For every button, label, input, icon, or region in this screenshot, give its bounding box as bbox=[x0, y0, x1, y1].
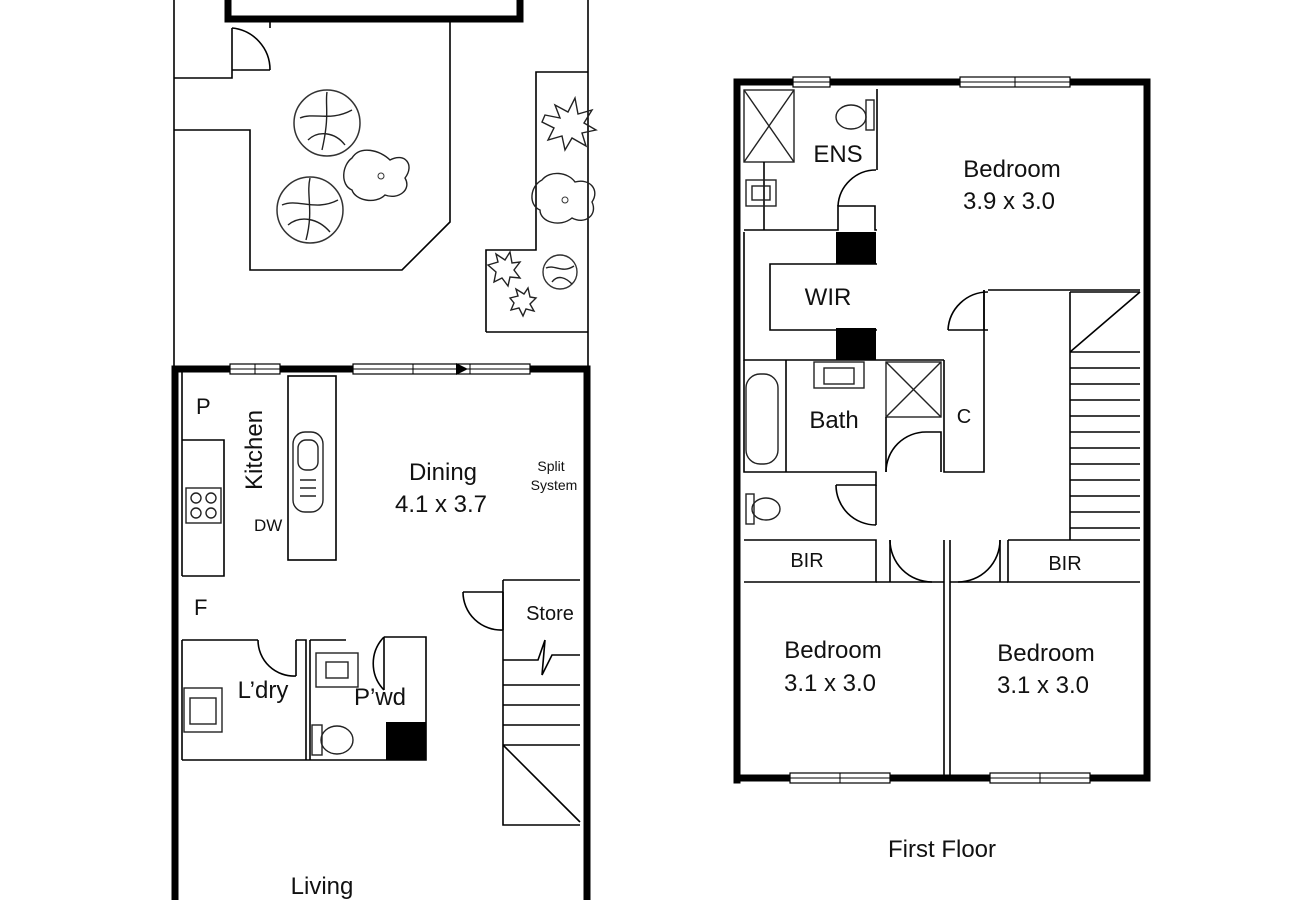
shower-icon bbox=[885, 361, 942, 418]
hot-water-unit bbox=[386, 722, 426, 760]
label-bedroom-2-dimensions: 3.1 x 3.0 bbox=[784, 670, 876, 697]
courtyard-door-swing bbox=[231, 27, 271, 71]
label-bir-right: BIR bbox=[1048, 553, 1081, 575]
plant-icon bbox=[508, 286, 538, 318]
toilet-icon bbox=[745, 493, 781, 525]
label-store: Store bbox=[526, 603, 574, 625]
toilet-icon bbox=[835, 99, 875, 131]
plant-icon bbox=[531, 172, 596, 224]
label-ensuite: ENS bbox=[813, 141, 862, 168]
ground-floor bbox=[171, 363, 591, 900]
vanity-icon bbox=[813, 361, 865, 389]
label-split-system-2: System bbox=[531, 477, 578, 493]
washing-machine-icon bbox=[183, 687, 223, 733]
label-dining: Dining bbox=[409, 459, 477, 486]
window bbox=[989, 772, 1091, 784]
bathtub-icon bbox=[745, 373, 779, 465]
label-kitchen: Kitchen bbox=[241, 410, 268, 490]
courtyard bbox=[173, 0, 598, 366]
plant-icon bbox=[293, 89, 361, 157]
label-dining-dimensions: 4.1 x 3.7 bbox=[395, 491, 487, 518]
plant-icon bbox=[276, 176, 344, 244]
label-living: Living bbox=[291, 873, 354, 900]
basin-icon bbox=[745, 179, 777, 207]
label-dishwasher: DW bbox=[254, 516, 282, 535]
label-fridge: F bbox=[194, 595, 207, 620]
label-split-system-1: Split bbox=[537, 458, 564, 474]
first-floor bbox=[733, 76, 1151, 784]
cooktop-icon bbox=[185, 487, 222, 524]
floor-caption: First Floor bbox=[888, 836, 996, 863]
window bbox=[959, 76, 1071, 88]
label-bir-left: BIR bbox=[790, 550, 823, 572]
window bbox=[789, 772, 891, 784]
staircase bbox=[502, 684, 581, 823]
label-wir: WIR bbox=[805, 284, 852, 311]
sliding-door bbox=[352, 363, 531, 375]
shower-icon bbox=[743, 89, 795, 163]
label-bedroom-3-dimensions: 3.1 x 3.0 bbox=[997, 672, 1089, 699]
label-bedroom-3: Bedroom bbox=[997, 640, 1094, 667]
window bbox=[229, 363, 281, 375]
label-pantry: P bbox=[196, 394, 211, 419]
sink-icon bbox=[292, 431, 324, 513]
kitchen-island bbox=[287, 375, 337, 561]
label-laundry: L’dry bbox=[238, 677, 289, 704]
label-master-bedroom-dimensions: 3.9 x 3.0 bbox=[963, 188, 1055, 215]
plant-icon bbox=[343, 149, 410, 202]
plant-icon bbox=[542, 254, 578, 290]
plant-icon bbox=[486, 250, 522, 288]
label-cupboard: C bbox=[957, 406, 971, 428]
courtyard-structure bbox=[224, 0, 524, 23]
basin-icon bbox=[315, 652, 359, 688]
staircase bbox=[1069, 291, 1141, 540]
label-powder: P’wd bbox=[354, 684, 406, 711]
window bbox=[792, 76, 831, 88]
plant-icon bbox=[541, 95, 598, 152]
toilet-icon bbox=[311, 724, 354, 756]
label-master-bedroom: Bedroom bbox=[963, 156, 1060, 183]
label-bedroom-2: Bedroom bbox=[784, 637, 881, 664]
label-bath: Bath bbox=[809, 407, 858, 434]
